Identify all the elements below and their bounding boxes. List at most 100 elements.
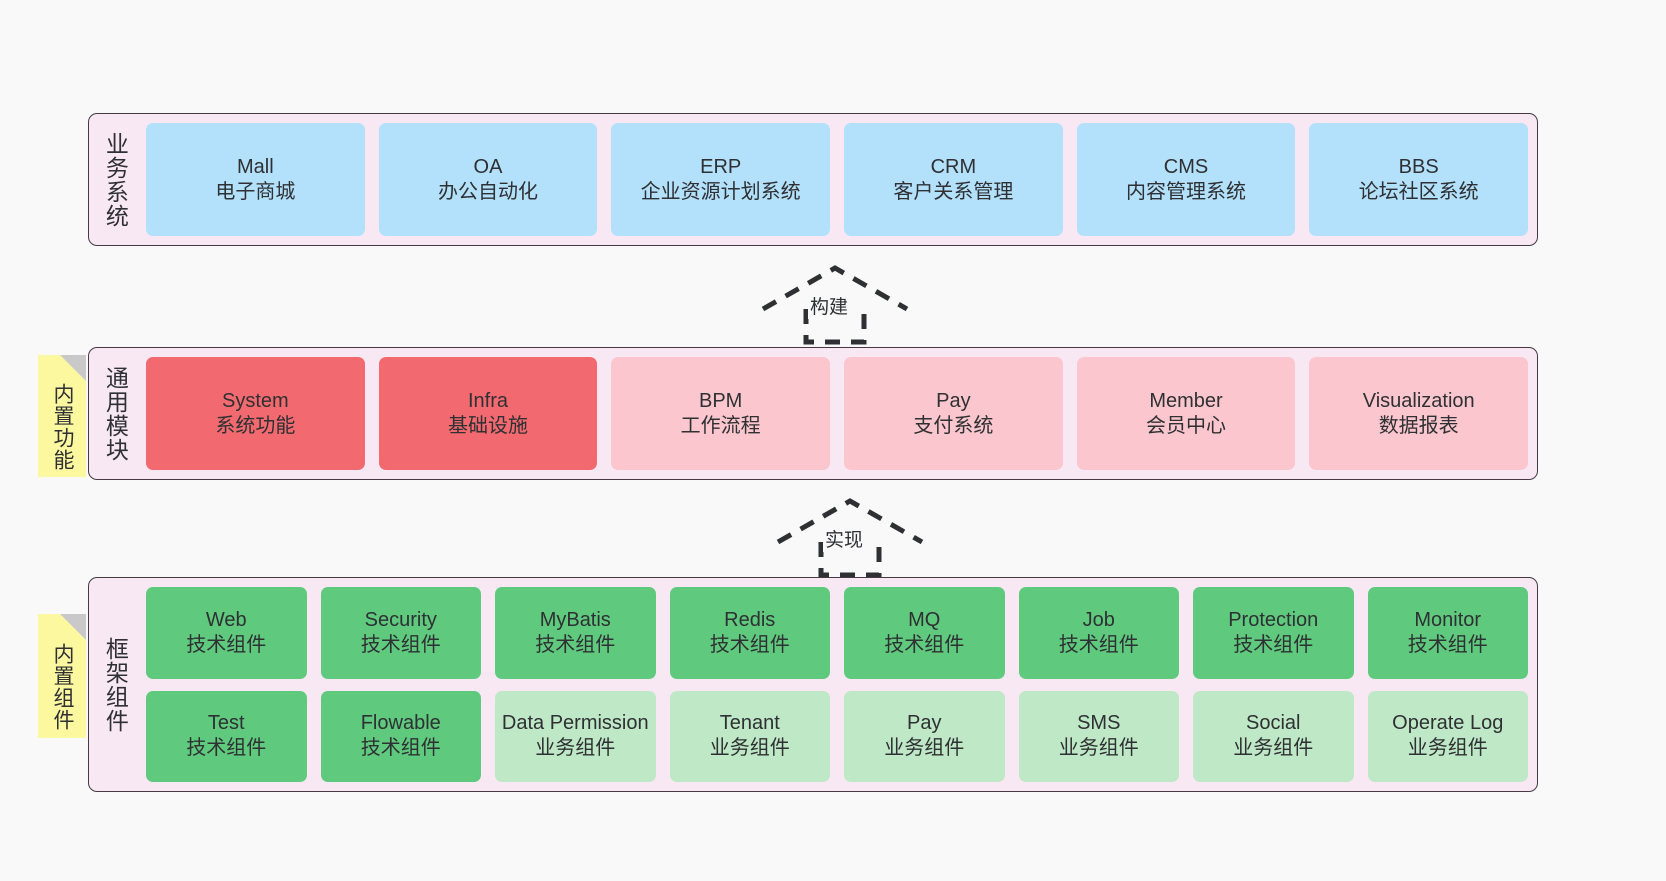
module-card-pay[interactable]: Pay 支付系统 <box>844 357 1063 470</box>
module-card-title: BBS <box>1398 155 1439 178</box>
module-card-subtitle: 内容管理系统 <box>1126 180 1247 203</box>
module-card-subtitle: 客户关系管理 <box>893 180 1014 203</box>
component-card-mybatis[interactable]: MyBatis 技术组件 <box>495 587 656 679</box>
component-card-web[interactable]: Web 技术组件 <box>146 587 307 679</box>
sticky-fold-icon <box>60 614 86 640</box>
module-card-bbs[interactable]: BBS 论坛社区系统 <box>1309 123 1529 236</box>
component-card-subtitle: 技术组件 <box>1058 633 1139 656</box>
component-card-mq[interactable]: MQ 技术组件 <box>844 587 1005 679</box>
component-card-subtitle: 业务组件 <box>1058 737 1139 760</box>
component-card-subtitle: 技术组件 <box>186 633 267 656</box>
component-card-tenant[interactable]: Tenant 业务组件 <box>669 690 830 782</box>
module-card-subtitle: 工作流程 <box>680 414 761 437</box>
module-card-erp[interactable]: ERP 企业资源计划系统 <box>611 123 831 236</box>
component-card-subtitle: 技术组件 <box>360 633 441 656</box>
component-card-title: Data Permission <box>501 712 649 735</box>
component-card-title: Social <box>1246 712 1301 735</box>
component-card-subtitle: 技术组件 <box>1233 633 1314 656</box>
component-card-title: Protection <box>1228 608 1319 631</box>
layer-common-modules: 通用模块 System 系统功能 Infra 基础设施 BPM 工作流程 Pay… <box>88 347 1538 480</box>
module-card-title: ERP <box>700 155 742 178</box>
component-card-monitor[interactable]: Monitor 技术组件 <box>1367 587 1528 679</box>
sticky-note-builtin-components: 内置组件 <box>38 614 86 738</box>
module-card-crm[interactable]: CRM 客户关系管理 <box>844 123 1063 236</box>
sticky-note-label: 内置组件 <box>50 643 74 731</box>
module-card-title: System <box>221 389 289 412</box>
row: Mall 电子商城 OA 办公自动化 ERP 企业资源计划系统 CRM 客户关系… <box>146 123 1529 236</box>
module-card-subtitle: 系统功能 <box>215 414 296 437</box>
module-card-member[interactable]: Member 会员中心 <box>1076 357 1296 470</box>
component-card-title: Test <box>207 712 245 735</box>
module-card-bpm[interactable]: BPM 工作流程 <box>611 357 831 470</box>
module-card-title: Mall <box>237 155 274 178</box>
component-card-security[interactable]: Security 技术组件 <box>320 587 481 679</box>
row: System 系统功能 Infra 基础设施 BPM 工作流程 Pay 支付系统… <box>146 357 1529 470</box>
module-card-title: CRM <box>930 155 977 178</box>
build-arrow-label: 构建 <box>808 292 851 319</box>
module-card-title: Visualization <box>1362 389 1475 412</box>
module-card-subtitle: 企业资源计划系统 <box>640 180 801 203</box>
sticky-fold-icon <box>60 355 86 381</box>
component-card-title: Pay <box>907 712 942 735</box>
component-card-social[interactable]: Social 业务组件 <box>1193 690 1354 782</box>
module-card-visualization[interactable]: Visualization 数据报表 <box>1309 357 1529 470</box>
component-card-subtitle: 技术组件 <box>535 633 616 656</box>
module-card-mall[interactable]: Mall 电子商城 <box>146 123 365 236</box>
layer-body-common-modules: System 系统功能 Infra 基础设施 BPM 工作流程 Pay 支付系统… <box>132 357 1529 470</box>
component-card-title: MyBatis <box>539 608 611 631</box>
module-card-subtitle: 论坛社区系统 <box>1358 180 1479 203</box>
sticky-note-builtin-features: 内置功能 <box>38 355 86 477</box>
component-card-title: Job <box>1082 608 1115 631</box>
layer-framework-components: 框架组件 Web 技术组件 Security 技术组件 MyBatis 技术组件… <box>88 577 1538 792</box>
module-card-subtitle: 会员中心 <box>1146 414 1227 437</box>
module-card-title: Pay <box>936 389 971 412</box>
module-card-oa[interactable]: OA 办公自动化 <box>378 123 598 236</box>
component-card-subtitle: 技术组件 <box>360 737 441 760</box>
layer-body-framework-components: Web 技术组件 Security 技术组件 MyBatis 技术组件 Redi… <box>132 587 1528 782</box>
component-card-subtitle: 业务组件 <box>884 737 965 760</box>
implement-arrow-shaft <box>818 542 882 578</box>
component-card-subtitle: 业务组件 <box>1407 737 1488 760</box>
layer-label-business-systems: 业务系统 <box>102 131 129 228</box>
component-card-subtitle: 业务组件 <box>535 737 616 760</box>
row: Web 技术组件 Security 技术组件 MyBatis 技术组件 Redi… <box>146 587 1528 679</box>
build-arrow-shaft <box>803 309 867 345</box>
component-card-pay[interactable]: Pay 业务组件 <box>844 690 1005 782</box>
component-card-title: Operate Log <box>1392 712 1504 735</box>
component-card-operate-log[interactable]: Operate Log 业务组件 <box>1367 690 1528 782</box>
module-card-title: Infra <box>467 389 509 412</box>
layer-body-business-systems: Mall 电子商城 OA 办公自动化 ERP 企业资源计划系统 CRM 客户关系… <box>132 123 1529 236</box>
module-card-cms[interactable]: CMS 内容管理系统 <box>1076 123 1296 236</box>
module-card-subtitle: 支付系统 <box>913 414 994 437</box>
component-card-flowable[interactable]: Flowable 技术组件 <box>320 690 481 782</box>
component-card-test[interactable]: Test 技术组件 <box>146 690 307 782</box>
component-card-title: Tenant <box>719 712 780 735</box>
module-card-subtitle: 基础设施 <box>448 414 528 437</box>
component-card-sms[interactable]: SMS 业务组件 <box>1018 690 1179 782</box>
module-card-system[interactable]: System 系统功能 <box>146 357 365 470</box>
build-arrow-chevron <box>761 265 909 312</box>
build-arrow: 构建 <box>760 263 910 345</box>
sticky-note-label: 内置功能 <box>50 383 74 471</box>
module-card-subtitle: 电子商城 <box>215 180 296 203</box>
component-card-protection[interactable]: Protection 技术组件 <box>1193 587 1354 679</box>
component-card-job[interactable]: Job 技术组件 <box>1018 587 1179 679</box>
component-card-redis[interactable]: Redis 技术组件 <box>669 587 830 679</box>
component-card-title: Flowable <box>360 712 441 735</box>
component-card-data-permission[interactable]: Data Permission 业务组件 <box>495 690 656 782</box>
module-card-title: Member <box>1149 389 1223 412</box>
component-card-title: SMS <box>1077 712 1121 735</box>
module-card-infra[interactable]: Infra 基础设施 <box>378 357 598 470</box>
layer-label-framework-components: 框架组件 <box>102 636 129 733</box>
row: Test 技术组件 Flowable 技术组件 Data Permission … <box>146 690 1528 782</box>
component-card-title: Web <box>205 608 247 631</box>
module-card-subtitle: 办公自动化 <box>438 180 538 203</box>
component-card-title: Security <box>364 608 437 631</box>
implement-arrow: 实现 <box>775 496 925 578</box>
component-card-subtitle: 业务组件 <box>1233 737 1314 760</box>
component-card-subtitle: 技术组件 <box>884 633 965 656</box>
component-card-subtitle: 技术组件 <box>709 633 790 656</box>
module-card-subtitle: 数据报表 <box>1378 414 1459 437</box>
module-card-title: CMS <box>1163 155 1209 178</box>
